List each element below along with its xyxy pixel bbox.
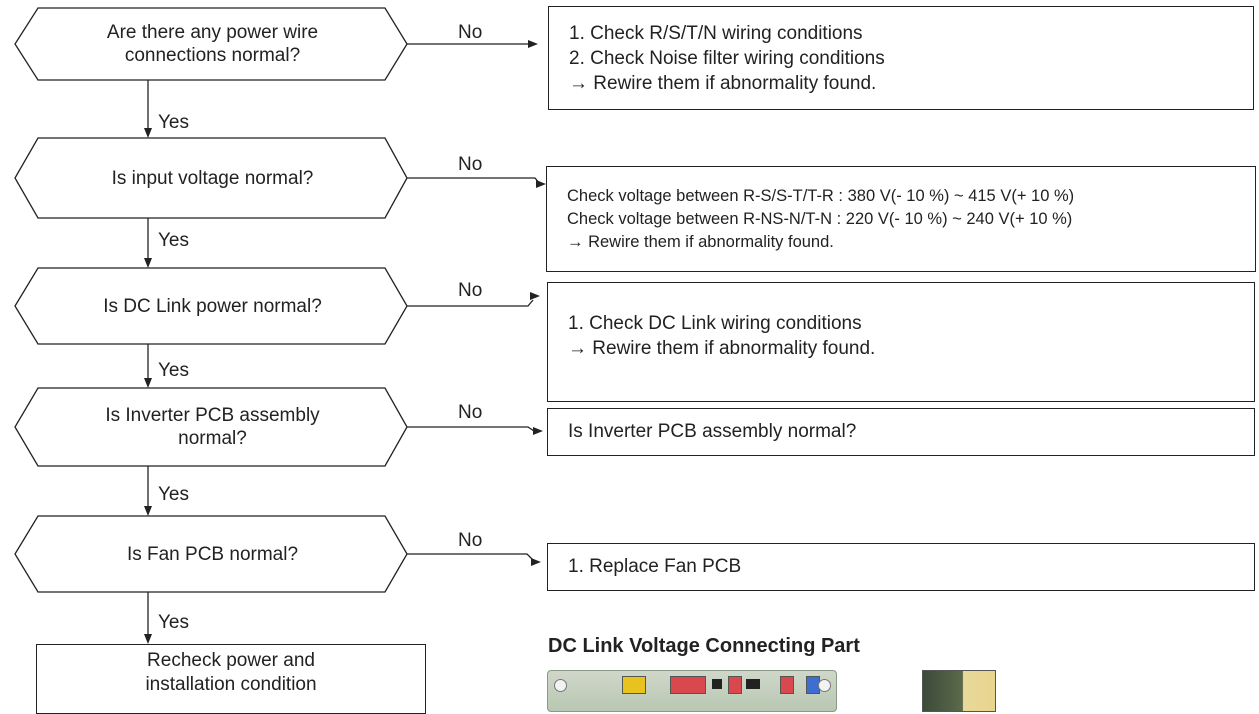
action-5-line-1: 1. Replace Fan PCB [568,556,742,577]
arrowhead-yes-3 [144,378,152,388]
decision-5: Is Fan PCB normal? [40,518,385,590]
arrowhead-yes-2 [144,258,152,268]
decision-1-line-2: connections normal? [124,45,301,66]
no-label-5: No [458,530,482,551]
yes-label-5: Yes [158,612,189,633]
yellow-connector [622,676,646,694]
decision-4-line-1: Is Inverter PCB assembly [105,405,320,426]
decision-shape-5 [14,515,408,593]
red-connector-2 [780,676,794,694]
dc-link-detail-photo [922,670,996,712]
action-1-line-3: → Rewire them if abnormality found. [569,73,877,94]
yes-label-2: Yes [158,230,189,251]
arrowhead-no-1 [528,40,538,48]
terminal-line-1: Recheck power and [147,650,315,671]
no-connector-2 [407,177,541,185]
no-connector-3 [407,299,534,307]
no-connector-5 [407,553,534,561]
decision-3: Is DC Link power normal? [40,270,385,342]
action-2-line-1: Check voltage between R-S/S-T/T-R : 380 … [567,187,1075,205]
no-label-2: No [458,154,482,175]
action-box-2: Check voltage between R-S/S-T/T-R : 380 … [546,166,1256,272]
decision-shape-1 [14,7,408,81]
small-red-connector [728,676,742,694]
terminal-box: Recheck power and installation condition [36,644,426,714]
arrowhead-no-2 [536,180,546,188]
action-box-3: 1. Check DC Link wiring conditions → Rew… [547,282,1255,402]
decision-shape-2 [14,137,408,219]
decision-4-line-2: normal? [178,428,247,449]
decision-shape-3 [14,267,408,345]
decision-3-line-1: Is DC Link power normal? [103,295,322,317]
action-2-line-2: Check voltage between R-NS-N/T-N : 220 V… [567,210,1073,228]
arrowhead-no-5 [531,558,541,566]
decision-5-line-1: Is Fan PCB normal? [126,543,299,565]
red-connector [670,676,706,694]
arrowhead-yes-4 [144,506,152,516]
no-label-1: No [458,22,482,43]
no-label-4: No [458,402,482,423]
terminal-line-2: installation condition [145,674,317,695]
photo-heading: DC Link Voltage Connecting Part [548,635,860,657]
action-box-1: 1. Check R/S/T/N wiring conditions 2. Ch… [548,6,1254,110]
decision-4: Is Inverter PCB assembly normal? [40,390,385,464]
decision-shape-4 [14,387,408,467]
mounting-hole-icon [554,679,567,692]
action-1-line-2: 2. Check Noise filter wiring conditions [569,48,885,69]
action-3-line-2: → Rewire them if abnormality found. [568,338,876,359]
yes-label-1: Yes [158,112,189,133]
arrowhead-yes-1 [144,128,152,138]
action-box-4: Is Inverter PCB assembly normal? [547,408,1255,456]
yes-label-4: Yes [158,484,189,505]
arrowhead-yes-5 [144,634,152,644]
mounting-hole-icon-2 [818,679,831,692]
yes-label-3: Yes [158,360,189,381]
decision-1-line-1: Are there any power wire [106,22,319,43]
no-connector-4 [407,426,535,432]
action-4-line-1: Is Inverter PCB assembly normal? [568,421,857,442]
decision-2: Is input voltage normal? [40,140,385,216]
arrowhead-no-3 [530,292,540,300]
ic-chip-2 [746,679,760,689]
action-1-line-1: 1. Check R/S/T/N wiring conditions [569,23,863,44]
no-label-3: No [458,280,482,301]
action-box-5: 1. Replace Fan PCB [547,543,1255,591]
decision-1: Are there any power wire connections nor… [40,10,385,78]
dc-link-pcb-photo [547,670,837,712]
decision-2-line-1: Is input voltage normal? [111,167,314,189]
action-2-line-3: → Rewire them if abnormality found. [567,233,834,251]
ic-chip [712,679,722,689]
arrowhead-no-4 [533,427,543,435]
action-3-line-1: 1. Check DC Link wiring conditions [568,313,862,334]
